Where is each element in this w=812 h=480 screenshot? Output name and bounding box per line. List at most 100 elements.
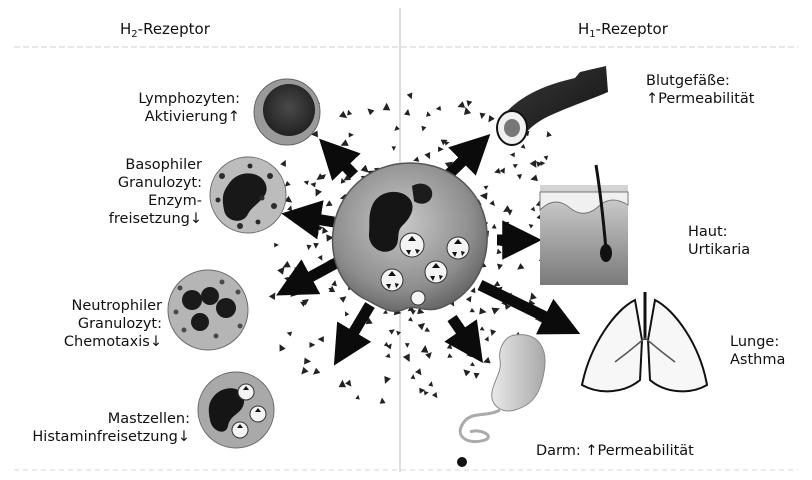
histamine-particle [403, 354, 413, 364]
histamine-particle [447, 343, 453, 349]
label-haut: Haut: Urtikaria [688, 223, 750, 259]
histamine-particle [408, 317, 414, 323]
histamine-particle [424, 390, 429, 395]
histamine-particle [269, 291, 278, 300]
histamine-particle [424, 152, 432, 160]
label-blutgefaesse: Blutgefäße: ↑Permeabilität [646, 72, 754, 108]
histamine-particle [379, 397, 386, 404]
histamine-particle [489, 200, 497, 208]
arrow-to-mastzellen [342, 305, 370, 352]
histamine-particle [438, 146, 444, 152]
histamine-particle [318, 255, 325, 262]
histamine-particle [461, 367, 470, 376]
lymphocyte-illustration [254, 79, 320, 145]
histamine-particle [435, 106, 441, 112]
label-lymphozyten: Lymphozyten: Aktivierung↑ [138, 90, 240, 126]
label-darm: Darm: ↑Permeabilität [536, 442, 694, 460]
histamine-particle [428, 381, 434, 387]
histamine-particle [470, 308, 476, 314]
histamine-particle [492, 224, 497, 229]
histamine-particle [510, 152, 515, 157]
histamine-particle [500, 166, 508, 174]
histamine-particle [355, 394, 360, 399]
histamine-particle [410, 374, 415, 379]
histamine-particle [489, 329, 497, 337]
histamine-particle [315, 173, 325, 183]
histamine-particle [531, 207, 537, 213]
arrow-to-basophiler [297, 216, 334, 222]
histamine-particle [303, 179, 309, 185]
histamine-particle [299, 367, 309, 377]
histamine-particle [393, 125, 400, 132]
histamine-particle [345, 380, 354, 389]
skin-illustration [540, 165, 628, 285]
histamine-particle [283, 276, 288, 281]
histamine-particle [310, 181, 316, 187]
histamine-particle [286, 330, 292, 336]
histamine-particle [513, 162, 519, 168]
histamine-particle [339, 139, 349, 149]
histamine-particle [365, 106, 374, 115]
histamine-particle [424, 327, 431, 334]
histamine-particle [343, 310, 349, 316]
histamine-particle [482, 357, 491, 366]
histamine-particle [385, 353, 391, 359]
histamine-particle [404, 109, 411, 116]
label-lunge: Lunge: Asthma [730, 333, 785, 369]
histamine-particle [456, 101, 465, 110]
histamine-particle [415, 368, 424, 377]
histamine-particle [349, 132, 354, 137]
histamine-particle [529, 174, 537, 182]
header-h1-rezeptor: H1-Rezeptor [578, 20, 668, 40]
histamine-particle [432, 392, 440, 400]
histamine-particle [479, 308, 487, 316]
histamine-particle [392, 146, 397, 151]
histamine-particle [491, 305, 501, 315]
histamine-particle [512, 247, 517, 252]
histamine-particle [324, 200, 333, 209]
histamine-particle [545, 130, 552, 137]
histamine-particle [294, 267, 300, 273]
central-mast-cell [333, 163, 488, 311]
histamine-particle [479, 192, 487, 200]
histamine-particle [314, 201, 321, 208]
histamine-particle [311, 368, 320, 377]
histamine-particle [418, 320, 428, 330]
histamine-particle [495, 248, 501, 254]
histamine-particle [339, 294, 348, 303]
histamine-particle [540, 161, 545, 166]
blood-vessel-illustration [497, 66, 608, 145]
histamine-particle [484, 335, 490, 341]
label-mastzellen: Mastzellen: Histaminfreisetzung↓ [32, 410, 190, 446]
histamine-particle [521, 144, 527, 150]
histamine-particle [496, 264, 503, 271]
lungs-illustration [582, 292, 707, 391]
histamine-particle [517, 174, 523, 180]
histamine-particle [466, 352, 471, 357]
histamine-particle [346, 109, 352, 115]
histamine-particle [466, 294, 474, 302]
histamine-particle [504, 220, 511, 227]
histamine-particle [287, 205, 294, 212]
histamine-particle [331, 280, 338, 287]
histamine-particle [306, 245, 312, 251]
histamine-particle [458, 144, 465, 151]
histamine-particle [447, 353, 453, 359]
mast-cell-small-illustration [198, 372, 274, 448]
histamine-particle [420, 126, 426, 132]
histamine-particle [383, 103, 391, 111]
histamine-particle [313, 243, 319, 249]
histamine-particle [515, 263, 524, 272]
histamine-particle [473, 373, 480, 380]
histamine-particle [405, 343, 410, 348]
histamine-particle [386, 342, 394, 350]
basophil-illustration [210, 157, 286, 233]
neutrophil-illustration [168, 270, 248, 350]
histamine-particle [339, 380, 347, 388]
histamine-particle [425, 111, 431, 117]
histamine-particle [465, 100, 472, 107]
histamine-particle [479, 113, 486, 120]
histamine-particle [304, 358, 311, 365]
histamine-particle [528, 291, 537, 300]
histamine-particle [493, 168, 500, 175]
